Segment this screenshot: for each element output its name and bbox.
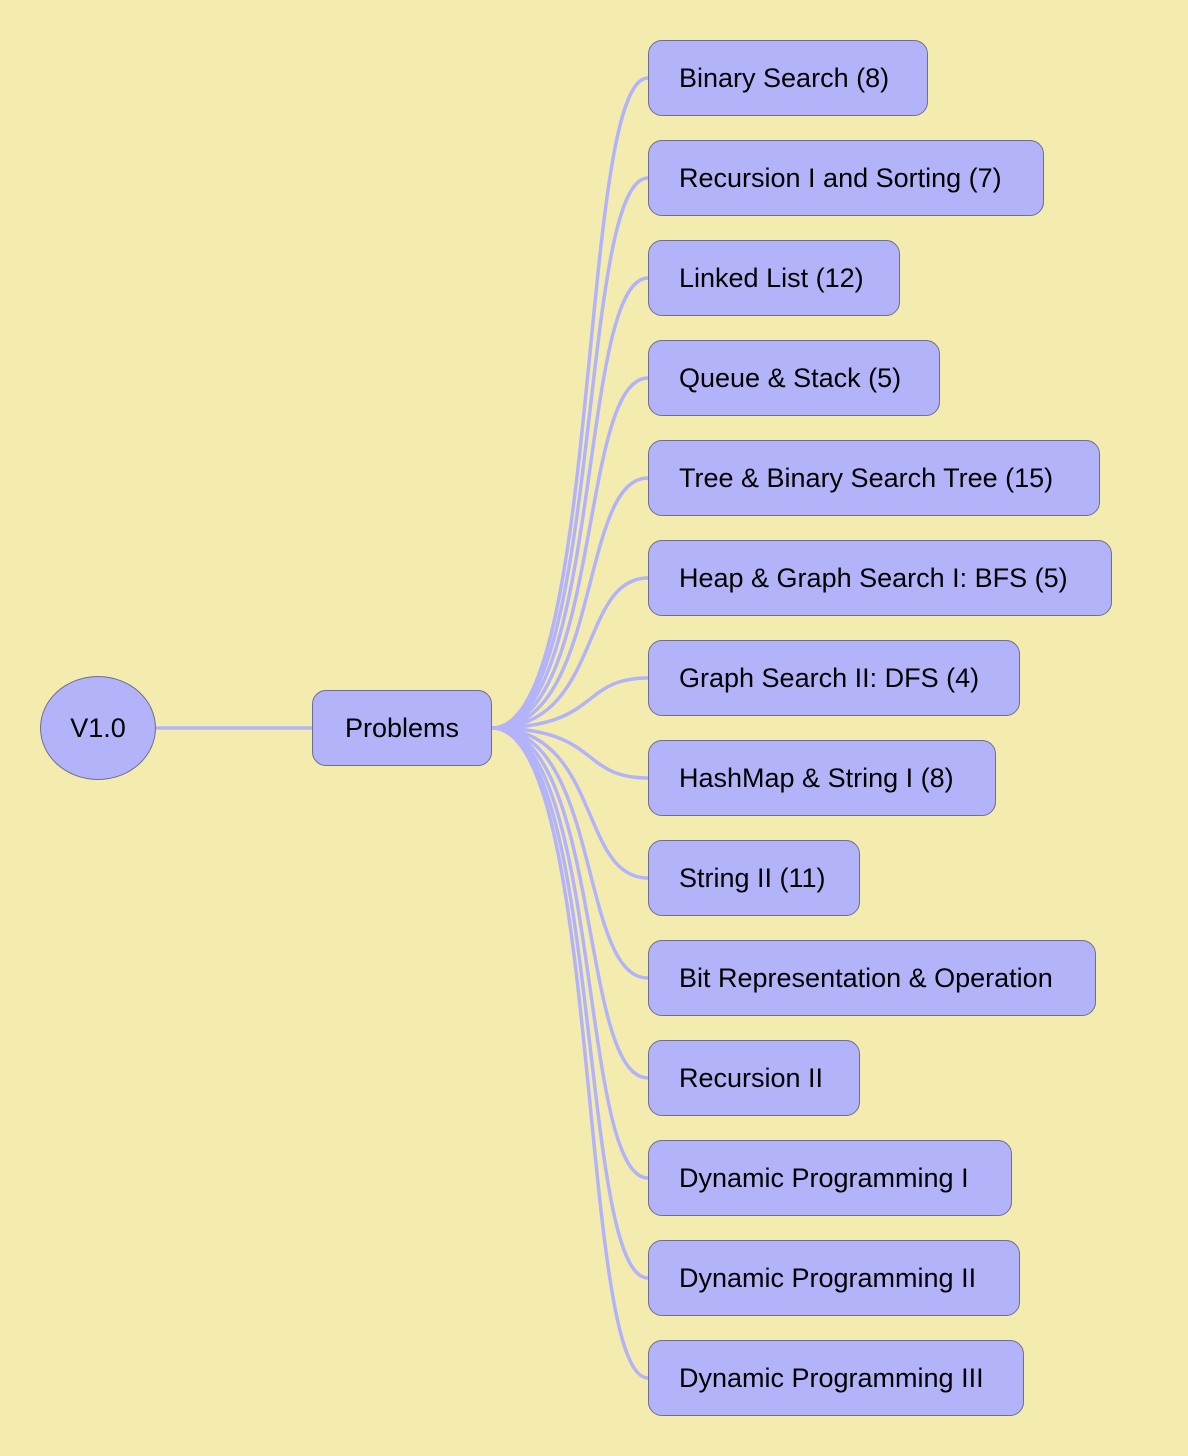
topic-node-label: Heap & Graph Search I: BFS (5) [679, 562, 1068, 593]
topic-node-dfs[interactable]: Graph Search II: DFS (4) [648, 640, 1020, 716]
topic-node-label: Queue & Stack (5) [679, 362, 902, 393]
topic-node-dp-ii[interactable]: Dynamic Programming II [648, 1240, 1020, 1316]
topic-node-queue-stack[interactable]: Queue & Stack (5) [648, 340, 940, 416]
topic-node-label: Graph Search II: DFS (4) [679, 662, 980, 693]
topic-node-label: Tree & Binary Search Tree (15) [679, 462, 1054, 493]
edge-hub-to-linked-list [490, 276, 650, 730]
edge-hub-to-hashmap-string-i [490, 726, 650, 780]
edge-hub-to-binary-search [490, 76, 650, 730]
topic-node-tree-bst[interactable]: Tree & Binary Search Tree (15) [648, 440, 1100, 516]
edge-hub-to-bit-ops [490, 726, 650, 980]
topic-node-label: Bit Representation & Operation [679, 962, 1053, 993]
edge-hub-to-dp-ii [490, 726, 650, 1280]
topic-node-label: Recursion I and Sorting (7) [679, 162, 1002, 193]
topic-node-linked-list[interactable]: Linked List (12) [648, 240, 900, 316]
topic-node-label: HashMap & String I (8) [679, 762, 954, 793]
topic-node-heap-bfs[interactable]: Heap & Graph Search I: BFS (5) [648, 540, 1112, 616]
topic-node-label: String II (11) [679, 862, 826, 893]
topic-node-recursion-i-sorting[interactable]: Recursion I and Sorting (7) [648, 140, 1044, 216]
edge-hub-to-recursion-i-sorting [490, 176, 650, 730]
topic-node-label: Binary Search (8) [679, 62, 890, 93]
edge-hub-to-tree-bst [490, 476, 650, 730]
topic-node-dp-iii[interactable]: Dynamic Programming III [648, 1340, 1024, 1416]
topic-node-label: Recursion II [679, 1062, 824, 1093]
topic-node-hashmap-string-i[interactable]: HashMap & String I (8) [648, 740, 996, 816]
edge-hub-to-recursion-ii [490, 726, 650, 1080]
topic-node-label: Linked List (12) [679, 262, 864, 293]
edge-hub-to-dp-iii [490, 726, 650, 1380]
topic-node-string-ii[interactable]: String II (11) [648, 840, 860, 916]
edge-hub-to-string-ii [490, 726, 650, 880]
edge-hub-to-dp-i [490, 726, 650, 1180]
topic-node-label: Dynamic Programming II [679, 1262, 977, 1293]
edge-hub-to-dfs [490, 676, 650, 730]
topic-node-bit-ops[interactable]: Bit Representation & Operation [648, 940, 1096, 1016]
topic-node-label: Dynamic Programming III [679, 1362, 984, 1393]
topic-node-recursion-ii[interactable]: Recursion II [648, 1040, 860, 1116]
edge-hub-to-heap-bfs [490, 576, 650, 730]
edge-hub-to-queue-stack [490, 376, 650, 730]
topic-node-label: Dynamic Programming I [679, 1162, 969, 1193]
root-node-v1[interactable]: V1.0 [40, 676, 156, 780]
topic-node-dp-i[interactable]: Dynamic Programming I [648, 1140, 1012, 1216]
topic-node-binary-search[interactable]: Binary Search (8) [648, 40, 928, 116]
root-node-label: V1.0 [70, 712, 126, 743]
hub-node-problems[interactable]: Problems [312, 690, 492, 766]
hub-node-label: Problems [344, 712, 460, 743]
